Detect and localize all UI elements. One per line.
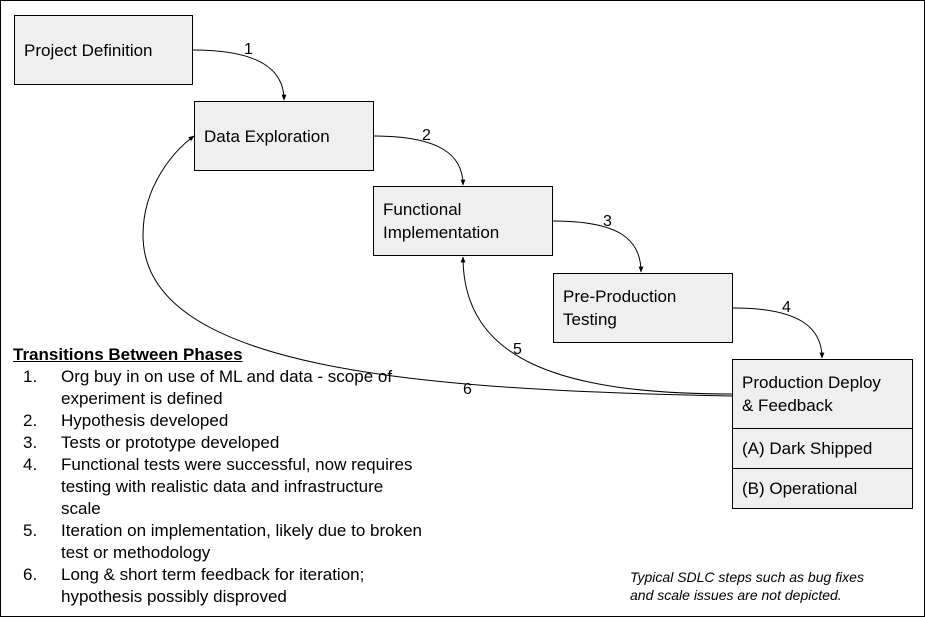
- arrow-4: [732, 307, 825, 359]
- legend-item-text: Functional tests were successful, now re…: [61, 455, 413, 518]
- legend-item: 2. Hypothesis developed: [13, 410, 423, 432]
- legend-item-index: 5.: [23, 521, 38, 540]
- transition-label-1: 1: [244, 41, 253, 58]
- transition-label-3: 3: [603, 213, 612, 230]
- box-project-definition: Project Definition: [14, 15, 193, 85]
- legend-item-text: Long & short term feedback for iteration…: [61, 565, 365, 606]
- arrow-3: [552, 220, 644, 273]
- box-production-deploy: Production Deploy & Feedback: [732, 359, 913, 429]
- transitions-legend: Transitions Between Phases 1. Org buy in…: [13, 344, 423, 608]
- box-production-deploy-label: Production Deploy & Feedback: [742, 373, 881, 415]
- legend-item: 1. Org buy in on use of ML and data - sc…: [13, 366, 423, 410]
- footnote: Typical SDLC steps such as bug fixes and…: [630, 569, 864, 603]
- legend-item-index: 1.: [23, 367, 38, 386]
- box-functional-implementation: Functional Implementation: [373, 186, 553, 256]
- transition-label-5: 5: [513, 341, 522, 358]
- box-pre-production-testing-label: Pre-Production Testing: [563, 287, 677, 329]
- legend-item-text: Hypothesis developed: [61, 411, 229, 430]
- transition-label-2: 2: [422, 127, 431, 144]
- legend-item: 5. Iteration on implementation, likely d…: [13, 520, 423, 564]
- arrow-6: [142, 135, 733, 397]
- legend-item: 6. Long & short term feedback for iterat…: [13, 564, 423, 608]
- legend-item-text: Iteration on implementation, likely due …: [61, 521, 422, 562]
- legend-item: 3. Tests or prototype developed: [13, 432, 423, 454]
- box-functional-implementation-label: Functional Implementation: [383, 200, 500, 242]
- transition-label-6: 6: [463, 381, 472, 398]
- box-dark-shipped: (A) Dark Shipped: [732, 428, 913, 469]
- box-data-exploration: Data Exploration: [194, 101, 374, 171]
- legend-title: Transitions Between Phases: [13, 345, 243, 364]
- legend-item-text: Tests or prototype developed: [61, 433, 280, 452]
- legend-item-index: 6.: [23, 565, 38, 584]
- box-data-exploration-label: Data Exploration: [204, 126, 330, 146]
- transition-label-4: 4: [782, 299, 791, 316]
- arrow-2: [373, 135, 466, 186]
- box-project-definition-label: Project Definition: [24, 40, 153, 60]
- legend-item-index: 3.: [23, 433, 38, 452]
- legend-item: 4. Functional tests were successful, now…: [13, 454, 423, 520]
- box-dark-shipped-label: (A) Dark Shipped: [742, 439, 873, 458]
- arrow-5: [460, 256, 733, 395]
- box-operational-label: (B) Operational: [742, 479, 858, 498]
- box-operational: (B) Operational: [732, 468, 913, 509]
- legend-item-index: 4.: [23, 455, 38, 474]
- legend-item-text: Org buy in on use of ML and data - scope…: [61, 367, 393, 408]
- legend-item-index: 2.: [23, 411, 38, 430]
- arrow-1: [192, 49, 287, 101]
- box-pre-production-testing: Pre-Production Testing: [553, 273, 733, 343]
